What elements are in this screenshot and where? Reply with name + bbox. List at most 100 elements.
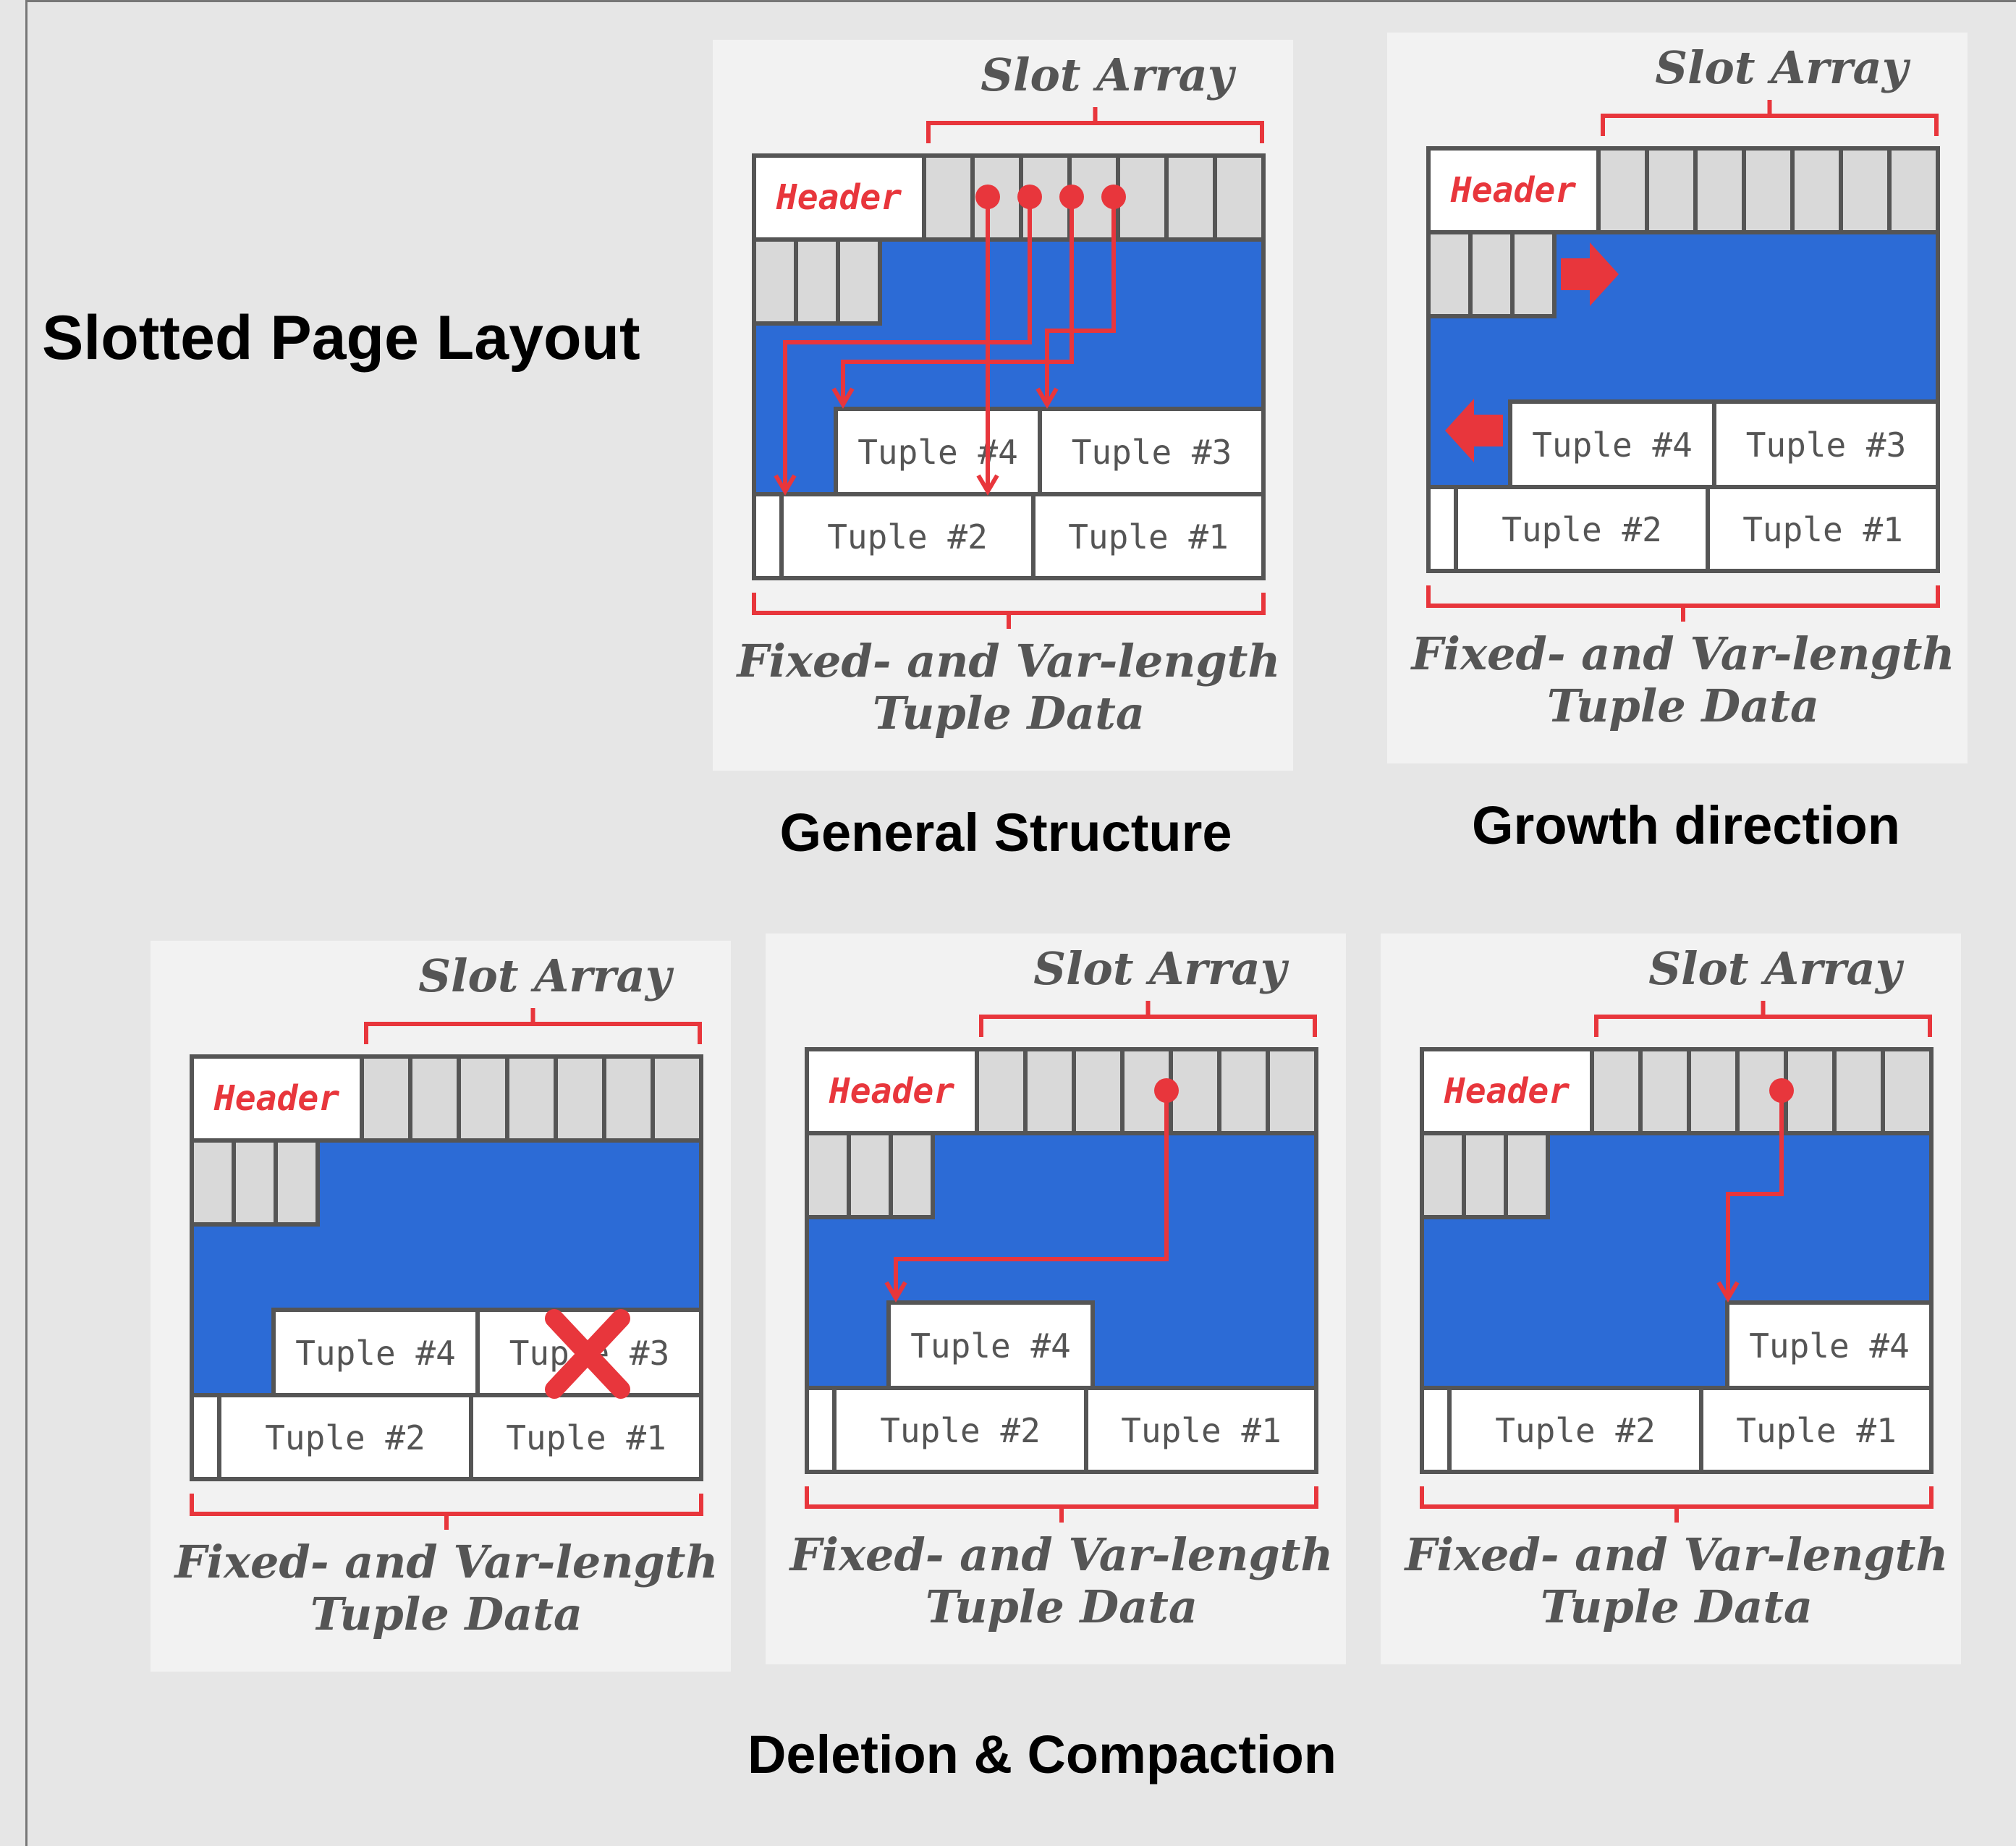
tuple-label-t3: Tuple #3 [1072,433,1232,472]
data-label-line2: Tuple Data [310,1588,583,1640]
tuple-label-t1: Tuple #1 [506,1418,666,1457]
pointer-arrowhead [831,387,855,409]
delete-x-icon [545,1309,630,1399]
data-label-line1: Fixed- and Var-length [1404,1528,1949,1581]
pointer-arrowhead [976,474,999,496]
tuple-box [469,1393,703,1481]
slot-cell [602,1054,655,1143]
left-arrow-icon [1445,399,1503,462]
data-label-line2: Tuple Data [926,1580,1198,1633]
slot-pointer-line [1726,1091,1784,1298]
slot-cell [836,237,882,326]
tuple-label-t4: Tuple #4 [1532,425,1693,465]
tail-cell [805,1386,837,1474]
slot-cell [1887,146,1940,234]
tuple-label-t2: Tuple #2 [1502,510,1662,549]
slot-cell [1504,1131,1550,1219]
slot-cell [274,1138,320,1227]
tuple-label-t2: Tuple #2 [1495,1411,1656,1450]
tuple-box [1038,407,1266,496]
slot-cell [554,1054,606,1143]
slot-pointer-line [894,1091,1169,1298]
tuple-box [271,1308,480,1397]
slot-cell [232,1138,278,1227]
tail-cell [1426,485,1458,573]
page-outline [805,1047,1318,1474]
tail-cell [752,492,784,580]
slot-array-bracket [364,1008,702,1044]
slot-cell [794,237,840,326]
slot-array-label: Slot Array [1648,942,1905,995]
header-label: Header [776,177,902,218]
slot-cell [889,1131,935,1219]
pointer-arrowhead [1716,1281,1740,1303]
data-label-line1: Fixed- and Var-length [174,1536,719,1588]
slot-pointer-line [783,197,1032,491]
slot-array-bracket [1601,100,1939,136]
slot-pointer-line [1045,197,1116,405]
slot-cell [408,1054,461,1143]
data-label-line1: Fixed- and Var-length [736,635,1281,687]
slot-cell [1742,146,1795,234]
slot-cell [1881,1047,1934,1135]
tuple-label-t1: Tuple #1 [1068,517,1229,556]
slot-cell [1217,1047,1270,1135]
header-label: Header [1450,170,1576,211]
slot-array-label: Slot Array [1033,942,1289,995]
tuple-label-t4: Tuple #4 [295,1334,456,1373]
slot-array-label: Slot Array [1655,41,1911,94]
tuple-box [217,1393,473,1481]
tuple-label-t1: Tuple #1 [1742,510,1903,549]
header-label: Header [829,1071,954,1112]
slot-cell [805,1131,851,1219]
tuple-label-t4: Tuple #4 [1749,1326,1910,1366]
tuple-data-bracket [752,593,1266,629]
header-label: Header [213,1078,339,1119]
data-label-line2: Tuple Data [1547,679,1819,732]
tuple-label-t4: Tuple #4 [857,433,1018,472]
right-arrow-icon [1561,242,1619,306]
slot-cell [1468,230,1515,318]
data-label-line2: Tuple Data [1541,1580,1813,1633]
slot-array-bracket [979,1001,1317,1037]
tuple-box [1706,485,1940,573]
tuple-box [1699,1386,1934,1474]
page-outline [752,153,1266,580]
tuple-label-t2: Tuple #2 [827,517,988,556]
slot-cell [1596,146,1649,234]
section-title-growth: Growth direction [1472,795,1900,855]
slot-cell [975,1047,1028,1135]
slot-cell [1213,153,1266,242]
slot-cell [847,1131,893,1219]
slot-cell [1590,1047,1643,1135]
tuple-box [1031,492,1266,580]
slot-cell [1510,230,1557,318]
tail-cell [1420,1386,1452,1474]
slot-cell [190,1138,236,1227]
tuple-label-t3: Tuple #3 [1746,425,1907,465]
slot-cell [1023,1047,1076,1135]
tuple-label-t1: Tuple #1 [1121,1411,1282,1450]
slot-array-label: Slot Array [418,949,674,1002]
slot-cell [1645,146,1698,234]
page-outline [190,1054,703,1481]
slot-cell [1426,230,1473,318]
tuple-label-t2: Tuple #2 [265,1418,425,1457]
page-frame [25,0,2016,1846]
slot-array-bracket [1594,1001,1932,1037]
slot-cell [457,1054,509,1143]
pointer-arrowhead [884,1281,907,1303]
slot-cell [922,153,975,242]
tuple-data-bracket [1420,1486,1934,1523]
slot-cell [1072,1047,1125,1135]
slot-cell [1790,146,1843,234]
slot-array-bracket [926,107,1264,143]
